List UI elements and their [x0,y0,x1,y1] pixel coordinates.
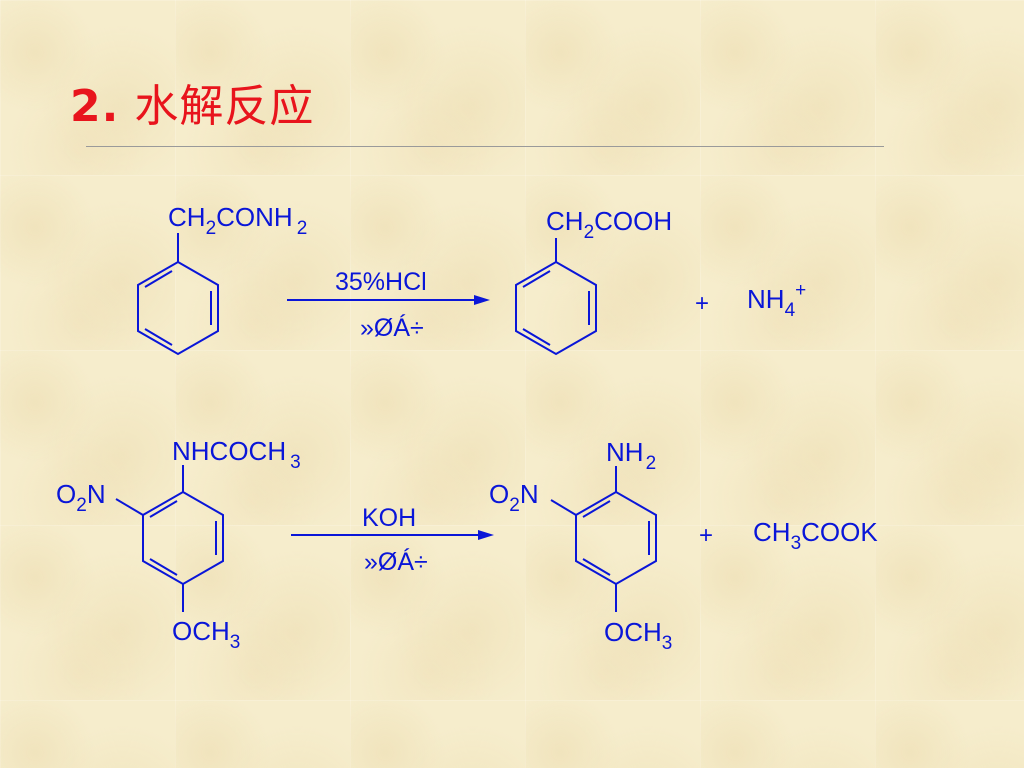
byproduct-potassium-acetate: CH3COOK [753,517,878,554]
reagent-2: KOH [362,504,416,532]
product-1-substituent: CH2COOH [546,206,672,243]
title-text: 水解反应 [134,81,315,132]
title-divider [86,146,884,147]
benzene-ring-reactant-2 [115,465,224,612]
title-number: 2. [70,81,120,132]
product-2-nitro-group: O2N [489,479,539,516]
product-2-methoxy-group: OCH3 [604,617,672,654]
reaction-arrow-1 [287,295,490,305]
reaction-arrow-2 [291,530,494,540]
reactant-2-methoxy-group: OCH3 [172,616,240,653]
reagent-1: 35%HCl [335,268,427,296]
condition-1: »ØÁ÷ [360,313,424,342]
reactant-2-nitro-group: O2N [56,479,106,516]
benzene-ring-reactant-1 [137,233,219,356]
slide-title: 2. 水解反应 [70,70,314,134]
plus-sign-2: + [699,522,713,549]
benzene-ring-product-2 [550,466,657,612]
condition-2: »ØÁ÷ [364,547,428,576]
plus-sign-1: + [695,290,709,317]
benzene-ring-product-1 [515,238,597,356]
byproduct-ammonium: NH4+ [747,280,806,321]
